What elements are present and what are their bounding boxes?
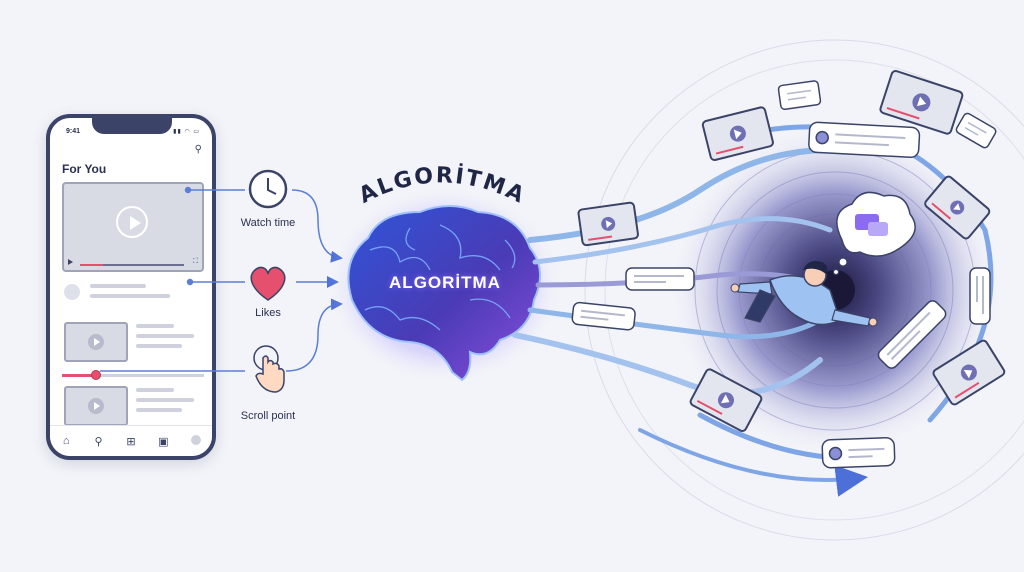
chat-bubble	[955, 112, 997, 149]
play-icon	[88, 398, 104, 414]
brain	[325, 185, 565, 385]
pointer-hand-icon	[253, 345, 285, 393]
list-card	[571, 301, 636, 331]
video-card	[924, 175, 991, 240]
clock-icon	[248, 169, 288, 209]
signal-label-likes: Likes	[255, 307, 281, 319]
text-line	[90, 294, 170, 298]
person-figure	[730, 261, 878, 327]
list-card	[808, 121, 921, 159]
list-card	[877, 300, 947, 369]
text-line	[136, 334, 194, 338]
mini-play-icon[interactable]	[68, 259, 73, 265]
phone-notch	[92, 118, 172, 134]
video-card	[932, 339, 1006, 406]
list-card	[969, 267, 991, 325]
chat-bubble	[777, 80, 822, 110]
feed-title: For You	[62, 162, 107, 176]
scroll-progress-fill	[62, 374, 97, 377]
main-video[interactable]: ⛶	[62, 182, 204, 272]
add-icon[interactable]: ⊞	[126, 435, 136, 448]
thought-bubble	[832, 191, 916, 276]
scroll-progress-bar[interactable]	[62, 370, 204, 380]
status-time: 9:41	[66, 128, 81, 135]
signal-connectors	[100, 186, 343, 372]
video-card	[689, 368, 763, 433]
text-line	[136, 344, 182, 348]
home-icon[interactable]: ⌂	[62, 435, 70, 447]
play-icon	[88, 334, 104, 350]
play-icon[interactable]	[116, 206, 148, 238]
smartphone: 9:41 ▮▮ ◠ ▭ ⚲ For You ⛶	[46, 114, 216, 460]
text-line	[136, 324, 174, 328]
video-card	[701, 106, 774, 161]
chat-icon	[855, 214, 888, 236]
scroll-knob[interactable]	[91, 370, 102, 380]
status-icons: ▮▮ ◠ ▭	[173, 129, 200, 135]
text-line	[136, 398, 194, 402]
text-line	[136, 408, 182, 412]
text-line	[136, 388, 174, 392]
video-progress-bar[interactable]	[80, 264, 184, 266]
video-thumbnail[interactable]	[64, 322, 128, 362]
signal-label-watch-time: Watch time	[240, 217, 296, 229]
video-progress-fill	[80, 264, 103, 266]
feed-bubbles	[571, 80, 997, 469]
floating-video-cards	[577, 70, 1006, 433]
video-card	[577, 201, 639, 247]
search-icon[interactable]: ⚲	[94, 435, 103, 448]
heart-icon	[250, 266, 286, 301]
tab-bar: ⌂ ⚲ ⊞ ▣	[50, 425, 212, 456]
avatar	[64, 284, 80, 300]
list-card	[821, 437, 896, 469]
profile-icon[interactable]	[186, 434, 206, 448]
list-card	[625, 267, 695, 291]
brain-label: ALGORİTMA	[389, 273, 501, 292]
shopping-bag-icon[interactable]: ▣	[158, 435, 169, 448]
search-icon[interactable]: ⚲	[194, 144, 202, 155]
video-thumbnail[interactable]	[64, 386, 128, 426]
text-line	[90, 284, 146, 288]
video-card	[879, 70, 964, 135]
fullscreen-icon[interactable]: ⛶	[193, 258, 198, 265]
signal-label-scroll-point: Scroll point	[240, 410, 296, 422]
